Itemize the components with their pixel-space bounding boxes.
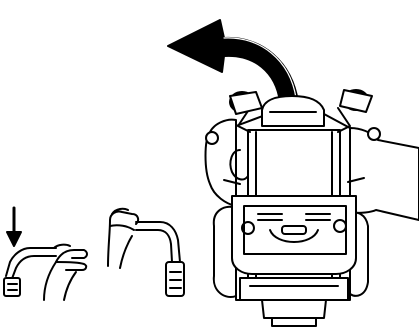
left-lever-icon: [4, 248, 56, 296]
left-hand-icon: [44, 245, 87, 300]
mower-illustration: [206, 90, 419, 326]
right-lever-icon: [136, 222, 184, 296]
turn-arrow-icon: [168, 20, 298, 102]
down-arrow-icon: [7, 208, 21, 246]
right-hand-icon: [108, 209, 138, 268]
